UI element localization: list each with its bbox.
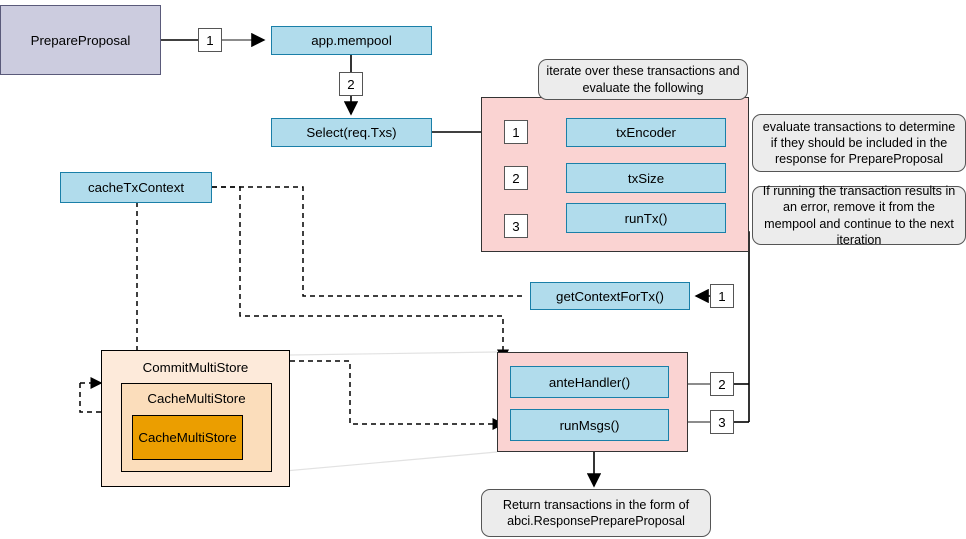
step-badge-2-antehandler: 2 (710, 372, 734, 396)
step-badge-label: 2 (347, 76, 355, 92)
callout-iterate: iterate over these transactions and eval… (538, 59, 748, 100)
node-run-msgs[interactable]: runMsgs() (510, 409, 669, 441)
step-badge-label: 2 (512, 170, 520, 186)
step-badge-1-txencoder: 1 (504, 120, 528, 144)
node-ante-handler[interactable]: anteHandler() (510, 366, 669, 398)
node-label: txSize (627, 170, 665, 186)
node-cache-tx-context[interactable]: cacheTxContext (60, 172, 212, 203)
node-get-context-for-tx[interactable]: getContextForTx() (530, 282, 690, 310)
node-label: txEncoder (616, 125, 676, 140)
callout-return: Return transactions in the form of abci.… (481, 489, 711, 537)
node-label: runMsgs() (559, 417, 620, 433)
callout-text: If running the transaction results in an… (762, 184, 956, 247)
node-label: runTx() (624, 210, 668, 226)
step-badge-label: 1 (718, 288, 726, 304)
callout-text: evaluate transactions to determine if th… (762, 119, 956, 167)
node-run-tx[interactable]: runTx() (566, 203, 726, 233)
node-label: getContextForTx() (556, 288, 664, 304)
step-badge-1-getcontext: 1 (710, 284, 734, 308)
node-cache-multi-store-inner[interactable]: CacheMultiStore (132, 415, 243, 460)
node-label: cacheTxContext (87, 180, 185, 195)
callout-text: iterate over these transactions and eval… (546, 64, 740, 95)
step-badge-3-runtx: 3 (504, 214, 528, 238)
step-badge-label: 1 (512, 124, 520, 140)
node-label: Select(req.Txs) (306, 125, 397, 140)
callout-evaluate: evaluate transactions to determine if th… (752, 114, 966, 172)
node-label: app.mempool (311, 33, 392, 48)
step-badge-label: 2 (718, 376, 726, 392)
step-badge-2-select: 2 (339, 72, 363, 96)
step-badge-label: 1 (206, 32, 214, 48)
step-badge-label: 3 (512, 218, 520, 234)
node-tx-size[interactable]: txSize (566, 163, 726, 193)
cache-multi-store-outer-label: CacheMultiStore (147, 391, 246, 406)
step-badge-2-txsize: 2 (504, 166, 528, 190)
node-app-mempool[interactable]: app.mempool (271, 26, 432, 55)
commit-multi-store-label: CommitMultiStore (142, 360, 249, 375)
step-badge-1-mempool: 1 (198, 28, 222, 52)
step-badge-label: 3 (718, 414, 726, 430)
node-label: anteHandler() (548, 374, 631, 390)
callout-error: If running the transaction results in an… (752, 184, 966, 247)
node-label: PrepareProposal (30, 32, 131, 48)
node-label: CacheMultiStore (138, 430, 237, 445)
node-tx-encoder[interactable]: txEncoder (566, 118, 726, 147)
node-prepare-proposal[interactable]: PrepareProposal (0, 5, 161, 75)
callout-text: Return transactions in the form of abci.… (502, 497, 690, 528)
node-select-req-txs[interactable]: Select(req.Txs) (271, 118, 432, 147)
step-badge-3-runmsgs: 3 (710, 410, 734, 434)
